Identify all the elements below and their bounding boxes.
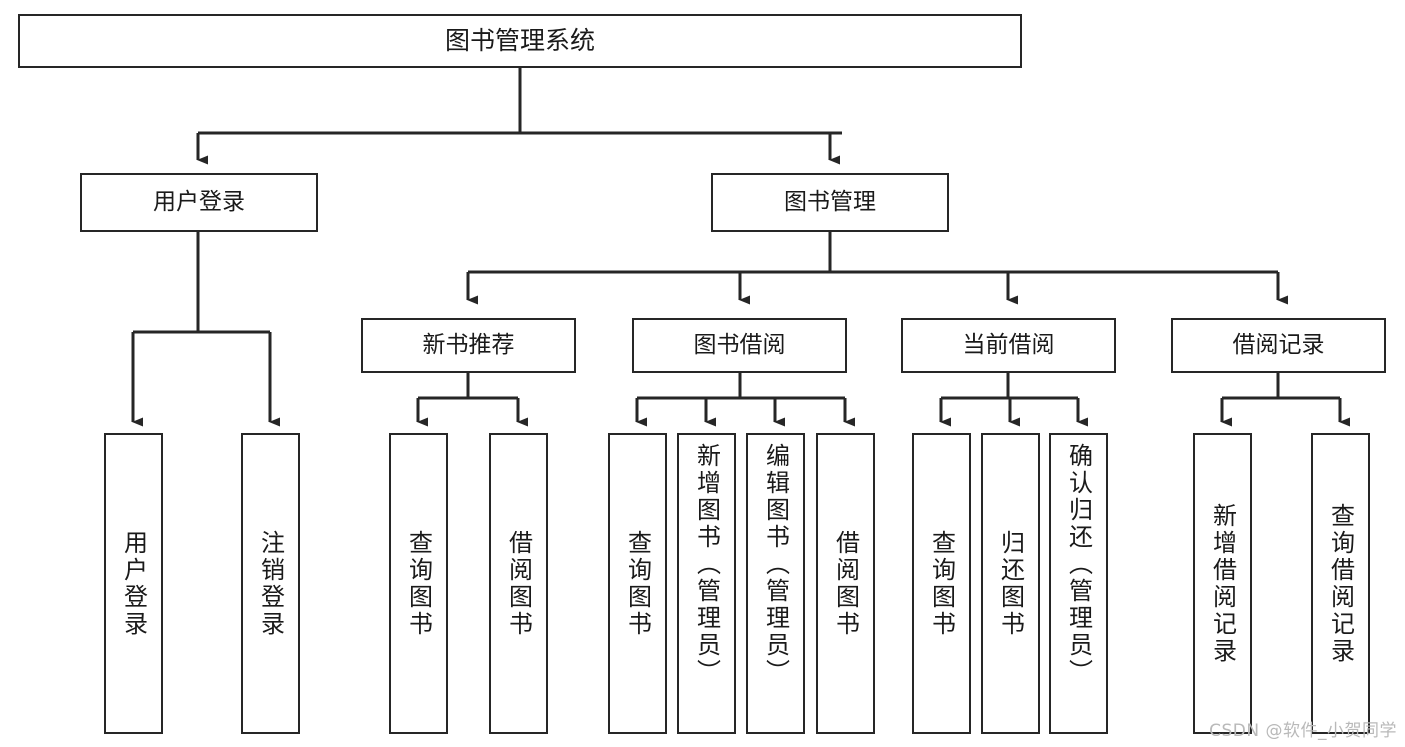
csdn-watermark: CSDN @软件_小贺同学 [1209,721,1397,741]
node-book-management-label: 图书管理 [784,189,876,216]
leaf-borrow-borrow-book-label: 借阅图书 [831,529,860,638]
leaf-user-login-logout-label: 注销登录 [256,529,285,638]
leaf-borrow-borrow-book[interactable]: 借阅图书 [816,433,875,734]
node-new-book-recommend[interactable]: 新书推荐 [361,318,576,373]
node-borrow-record[interactable]: 借阅记录 [1171,318,1386,373]
leaf-borrow-add-book-admin-label: 新增图书（管理员） [692,443,721,686]
leaf-current-confirm-return-admin-label: 确认归还（管理员） [1064,443,1093,686]
leaf-new-book-query-label: 查询图书 [404,529,433,638]
node-root-library-system[interactable]: 图书管理系统 [18,14,1022,68]
leaf-current-return-book-label: 归还图书 [996,529,1025,638]
node-book-management[interactable]: 图书管理 [711,173,949,232]
leaf-new-book-borrow[interactable]: 借阅图书 [489,433,548,734]
node-new-book-recommend-label: 新书推荐 [422,332,515,359]
node-current-borrow-label: 当前借阅 [962,332,1055,359]
leaf-new-book-borrow-label: 借阅图书 [504,529,533,638]
node-user-login-label: 用户登录 [153,189,245,216]
leaf-current-query-book[interactable]: 查询图书 [912,433,971,734]
leaf-borrow-add-book-admin[interactable]: 新增图书（管理员） [677,433,736,734]
node-root-label: 图书管理系统 [444,25,595,55]
node-user-login[interactable]: 用户登录 [80,173,318,232]
node-current-borrow[interactable]: 当前借阅 [901,318,1116,373]
leaf-new-book-query[interactable]: 查询图书 [389,433,448,734]
leaf-borrow-query-book-label: 查询图书 [623,529,652,638]
node-book-borrow-label: 图书借阅 [693,332,786,359]
leaf-current-return-book[interactable]: 归还图书 [981,433,1040,734]
leaf-borrow-edit-book-admin-label: 编辑图书（管理员） [761,443,790,686]
node-borrow-record-label: 借阅记录 [1232,332,1325,359]
leaf-user-login-logout[interactable]: 注销登录 [241,433,300,734]
leaf-user-login-login[interactable]: 用户登录 [104,433,163,734]
leaf-record-query-record[interactable]: 查询借阅记录 [1311,433,1370,734]
leaf-record-add-record-label: 新增借阅记录 [1208,502,1237,665]
leaf-current-query-book-label: 查询图书 [927,529,956,638]
leaf-record-add-record[interactable]: 新增借阅记录 [1193,433,1252,734]
node-book-borrow[interactable]: 图书借阅 [632,318,847,373]
leaf-user-login-login-label: 用户登录 [119,529,148,638]
leaf-record-query-record-label: 查询借阅记录 [1326,502,1355,665]
leaf-borrow-query-book[interactable]: 查询图书 [608,433,667,734]
leaf-borrow-edit-book-admin[interactable]: 编辑图书（管理员） [746,433,805,734]
leaf-current-confirm-return-admin[interactable]: 确认归还（管理员） [1049,433,1108,734]
